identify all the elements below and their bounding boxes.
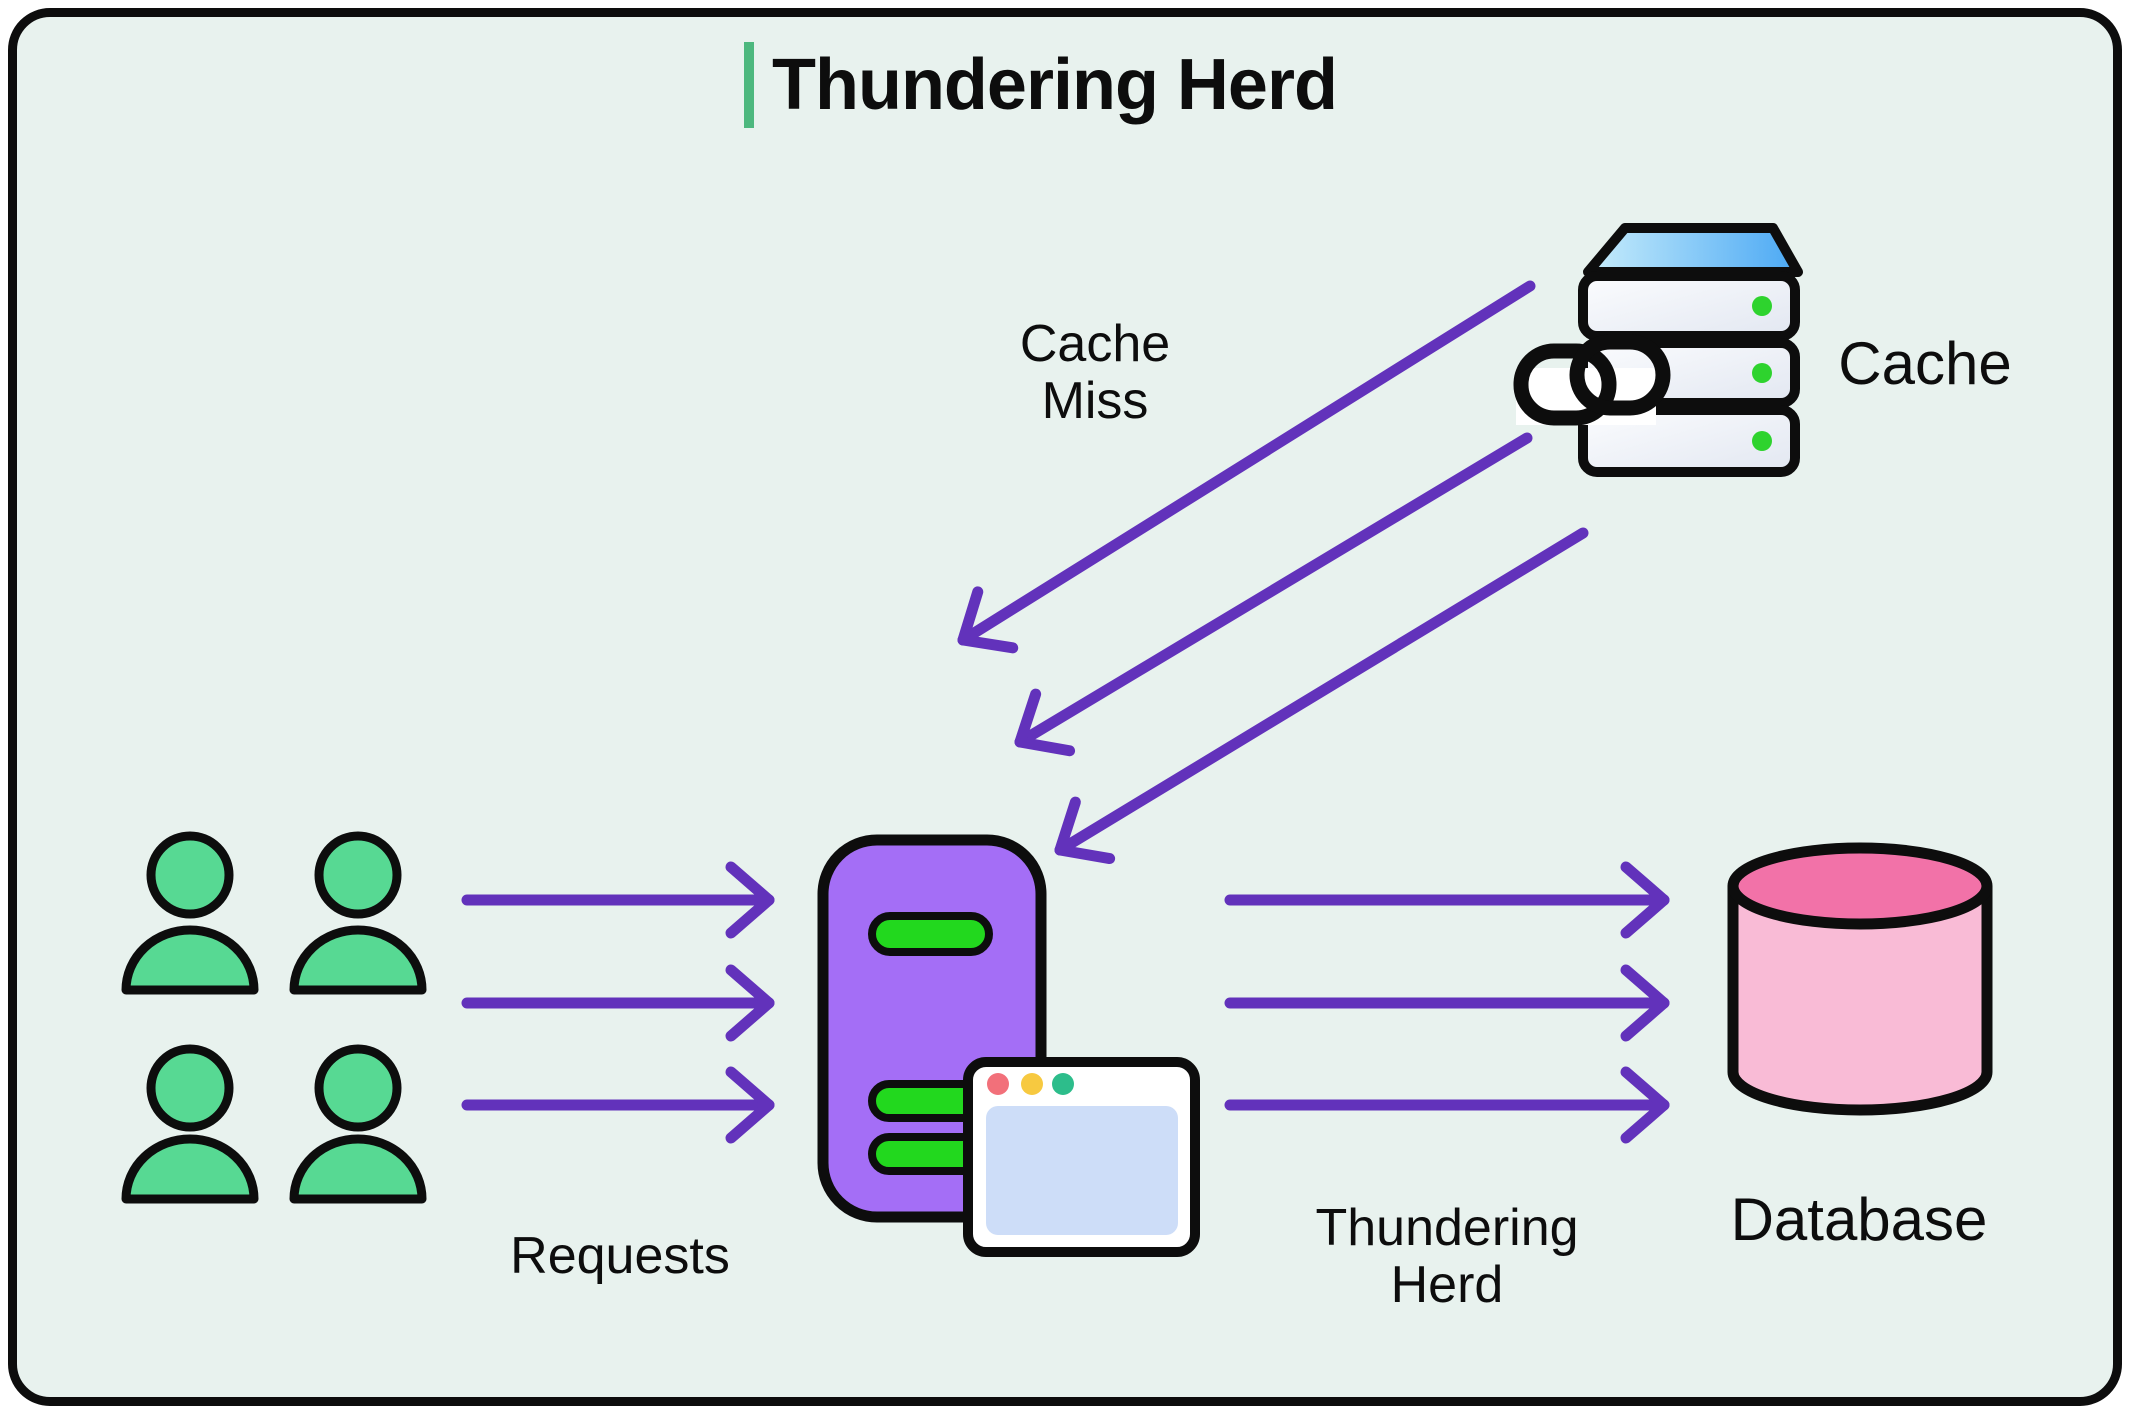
requests-label: Requests xyxy=(510,1227,730,1285)
requests-arrows xyxy=(461,861,775,1144)
window-content xyxy=(986,1106,1178,1235)
window-dot-yellow-icon xyxy=(1021,1073,1043,1095)
page-title-text: Thundering Herd xyxy=(772,45,1338,125)
status-dot-icon xyxy=(1752,431,1772,451)
status-dot-icon xyxy=(1752,296,1772,316)
cache-miss-arrow xyxy=(1054,527,1589,865)
server-slot xyxy=(868,912,993,956)
database-node-label: Database xyxy=(1730,1186,1988,1253)
chain-link-icon xyxy=(1513,334,1671,426)
title-accent-bar xyxy=(744,42,754,128)
user-icon xyxy=(289,831,427,995)
cache-server-icon xyxy=(1578,223,1803,477)
user-icon xyxy=(121,1044,259,1204)
window-dot-red-icon xyxy=(987,1073,1009,1095)
cache-miss-arrow xyxy=(957,280,1536,654)
thundering-herd-label: Thundering Herd xyxy=(1315,1200,1578,1314)
cache-miss-label: Cache Miss xyxy=(1020,316,1170,430)
browser-window-icon xyxy=(963,1057,1200,1257)
cache-top xyxy=(1583,223,1803,277)
user-icon xyxy=(289,1044,427,1204)
page-title: Thundering Herd xyxy=(744,42,1338,128)
users-icon xyxy=(121,831,427,1204)
cache-tray xyxy=(1578,405,1800,477)
thundering-herd-arrows xyxy=(1224,861,1670,1144)
user-icon xyxy=(121,831,259,995)
cache-miss-arrows xyxy=(957,280,1589,865)
thundering-herd-label-line1: Thundering xyxy=(1315,1199,1579,1257)
status-dot-icon xyxy=(1752,363,1772,383)
cache-miss-label-line2: Miss xyxy=(1041,372,1149,430)
cache-node-label: Cache xyxy=(1838,330,2012,397)
database-cylinder-icon xyxy=(1727,842,1993,1116)
cache-tray xyxy=(1578,271,1800,341)
cache-miss-arrow xyxy=(1014,432,1533,757)
thundering-herd-label-line2: Herd xyxy=(1390,1256,1504,1314)
cache-miss-label-line1: Cache xyxy=(1019,315,1171,373)
window-dot-teal-icon xyxy=(1052,1073,1074,1095)
